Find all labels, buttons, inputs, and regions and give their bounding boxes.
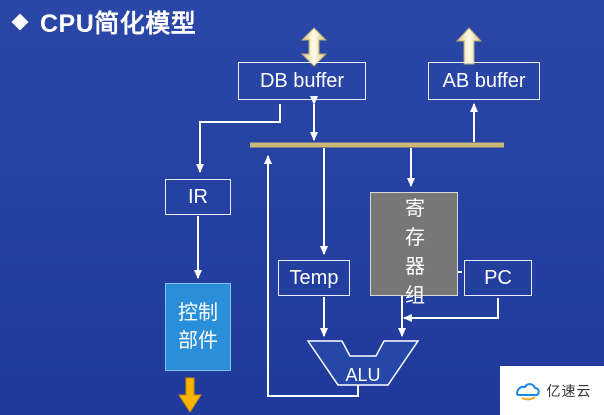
register-char: 器 <box>405 256 425 278</box>
control-label-line2: 部件 <box>178 330 218 352</box>
db-buffer: DB buffer <box>238 62 366 100</box>
pc-link <box>403 298 499 322</box>
title-row: CPU简化模型 <box>10 4 196 40</box>
temp-register: Temp <box>278 260 350 296</box>
pc-register: PC <box>464 260 532 296</box>
register-file-label: 寄 存 器 组 <box>372 192 458 307</box>
data-bus-double-arrow-icon <box>300 27 328 67</box>
control-label-line1: 控制 <box>178 302 218 324</box>
alu-shape <box>306 340 420 386</box>
register-char: 组 <box>405 285 425 307</box>
register-char: 存 <box>405 227 425 249</box>
control-output-arrow-icon <box>178 377 202 413</box>
db-ir-link <box>196 104 281 173</box>
page-title: CPU简化模型 <box>40 10 197 38</box>
alu-label: ALU <box>345 365 380 385</box>
cloud-logo-icon <box>515 382 540 400</box>
register-file <box>370 192 458 296</box>
ab-buffer: AB buffer <box>428 62 540 100</box>
watermark-text: 亿速云 <box>546 382 592 399</box>
register-char: 寄 <box>405 198 425 220</box>
ir-register: IR <box>165 179 231 215</box>
address-bus-up-arrow-icon <box>455 27 483 65</box>
alu-bus-feedback <box>264 155 359 397</box>
control-unit: 控制 部件 <box>165 283 231 371</box>
watermark: 亿速云 <box>500 366 604 415</box>
